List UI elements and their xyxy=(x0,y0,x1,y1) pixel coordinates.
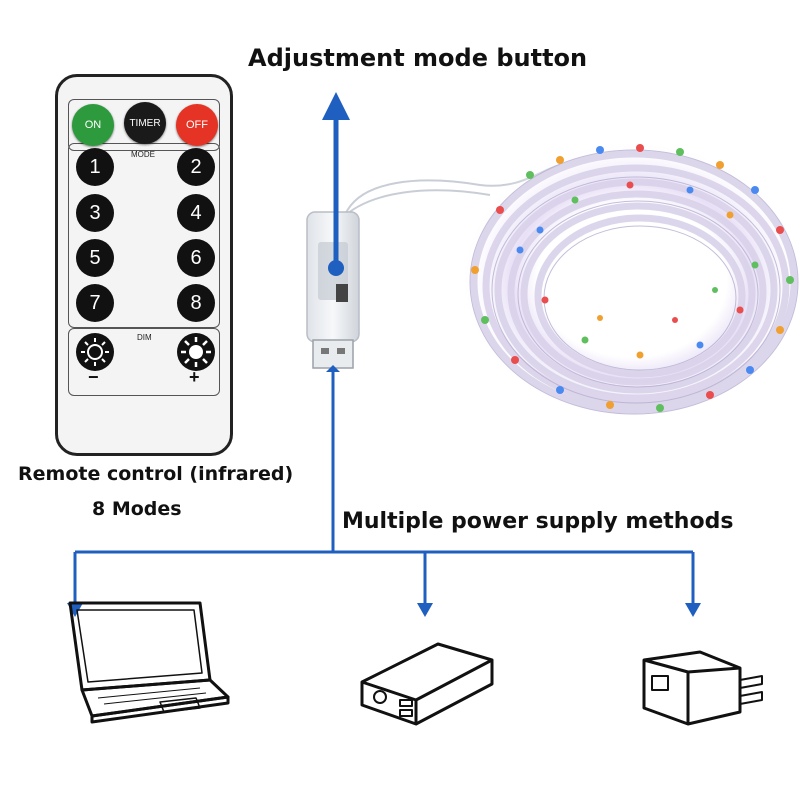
usb-controller xyxy=(306,211,360,369)
remote-top-panel xyxy=(68,99,220,151)
timer-button[interactable]: TIMER xyxy=(124,102,166,144)
dim-label: DIM xyxy=(137,333,152,342)
mode-button-5[interactable]: 5 xyxy=(76,239,114,277)
laptop-icon xyxy=(68,601,230,724)
power-caption: Multiple power supply methods xyxy=(342,509,734,534)
adjustment-mode-caption: Adjustment mode button xyxy=(248,44,588,72)
remote-caption: Remote control (infrared) xyxy=(18,463,294,485)
dim-down-button[interactable] xyxy=(76,333,114,371)
led-rope-light xyxy=(460,140,800,420)
wall-adapter-icon xyxy=(642,650,763,726)
remote-dim-panel xyxy=(68,328,220,396)
mode-label: MODE xyxy=(131,150,155,159)
led-dots xyxy=(471,144,794,412)
mode-button-2[interactable]: 2 xyxy=(177,148,215,186)
dim-plus-label: + xyxy=(189,367,200,387)
sun-outline-icon xyxy=(81,338,109,366)
power-bank-icon xyxy=(360,642,494,726)
modes-caption: 8 Modes xyxy=(92,498,182,520)
mode-button-4[interactable]: 4 xyxy=(177,194,215,232)
remote-control: ON TIMER OFF MODE 1 2 3 4 5 6 7 8 DIM xyxy=(55,74,233,456)
mode-button-8[interactable]: 8 xyxy=(177,284,215,322)
mode-button-1[interactable]: 1 xyxy=(76,148,114,186)
mode-button-6[interactable]: 6 xyxy=(177,239,215,277)
dim-minus-label: − xyxy=(88,367,99,387)
adjustment-arrow xyxy=(322,92,350,276)
power-distribution-lines xyxy=(67,365,701,617)
off-button[interactable]: OFF xyxy=(176,104,218,146)
sun-filled-icon xyxy=(181,337,211,367)
on-button[interactable]: ON xyxy=(72,104,114,146)
mode-button-7[interactable]: 7 xyxy=(76,284,114,322)
mode-button-3[interactable]: 3 xyxy=(76,194,114,232)
dim-up-button[interactable] xyxy=(177,333,215,371)
